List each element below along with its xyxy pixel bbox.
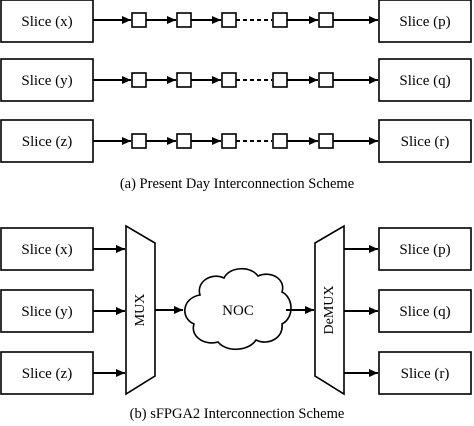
bottom-slice-q: Slice (q) bbox=[378, 289, 472, 333]
demux-label: DeMUX bbox=[322, 286, 337, 335]
top-slice-y: Slice (y) bbox=[0, 58, 94, 102]
bottom-slice-p: Slice (p) bbox=[378, 227, 472, 271]
top-slice-x-label: Slice (x) bbox=[21, 14, 72, 30]
mux-label: MUX bbox=[133, 294, 148, 327]
top-slice-p: Slice (p) bbox=[378, 0, 472, 43]
top-slice-y-label: Slice (y) bbox=[21, 73, 72, 89]
bottom-slice-x: Slice (x) bbox=[0, 227, 94, 271]
caption-b: (b) sFPGA2 Interconnection Scheme bbox=[130, 406, 345, 422]
bottom-slice-r-label: Slice (r) bbox=[401, 366, 450, 382]
sfpga2-scheme: Slice (x) Slice (y) Slice (z) MUX NOC bbox=[0, 224, 472, 422]
noc-cloud: NOC bbox=[184, 267, 292, 351]
top-slice-p-label: Slice (p) bbox=[399, 14, 450, 30]
demux-block: DeMUX bbox=[314, 224, 345, 396]
bottom-slice-y-label: Slice (y) bbox=[21, 304, 72, 320]
noc-label: NOC bbox=[222, 303, 254, 319]
bottom-slice-r: Slice (r) bbox=[378, 351, 472, 395]
bottom-slice-q-label: Slice (q) bbox=[399, 304, 450, 320]
top-chain-row-1 bbox=[93, 12, 378, 28]
present-day-scheme: Slice (x) Slice (y) Slice (z) Slice (p) … bbox=[0, 0, 472, 192]
top-chain-row-2 bbox=[93, 72, 378, 88]
top-slice-x: Slice (x) bbox=[0, 0, 94, 43]
mux-block: MUX bbox=[125, 224, 156, 396]
top-chain-row-3 bbox=[93, 133, 378, 149]
caption-a: (a) Present Day Interconnection Scheme bbox=[120, 176, 354, 192]
top-slice-q: Slice (q) bbox=[378, 58, 472, 102]
top-slice-z: Slice (z) bbox=[0, 119, 94, 163]
top-slice-r-label: Slice (r) bbox=[401, 134, 450, 150]
bottom-slice-z: Slice (z) bbox=[0, 351, 94, 395]
bottom-slice-y: Slice (y) bbox=[0, 289, 94, 333]
bottom-slice-z-label: Slice (z) bbox=[22, 366, 72, 382]
bottom-slice-p-label: Slice (p) bbox=[399, 242, 450, 258]
top-slice-z-label: Slice (z) bbox=[22, 134, 72, 150]
top-slice-r: Slice (r) bbox=[378, 119, 472, 163]
bottom-slice-x-label: Slice (x) bbox=[21, 242, 72, 258]
top-slice-q-label: Slice (q) bbox=[399, 73, 450, 89]
